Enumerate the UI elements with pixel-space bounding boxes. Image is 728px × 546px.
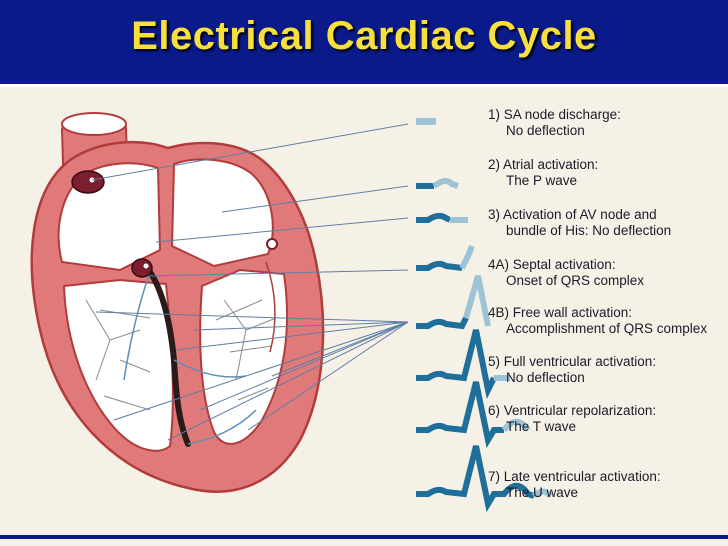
step-5-label: 5) Full ventricular activation: No defle…: [488, 354, 724, 386]
step-2-label: 2) Atrial activation: The P wave: [488, 157, 724, 189]
step-3-label: 3) Activation of AV node and bundle of H…: [488, 207, 724, 239]
step-detail: No deflection: [506, 123, 585, 138]
step-title: 1) SA node discharge:: [488, 107, 621, 122]
sa-node-trace-icon: [416, 118, 436, 125]
slide-title: Electrical Cardiac Cycle: [131, 14, 597, 58]
title-divider: [0, 84, 728, 87]
title-bar: Electrical Cardiac Cycle: [0, 0, 728, 84]
av-node: [131, 258, 153, 278]
left-atrium: [170, 158, 274, 268]
purkinje-fibers: [123, 271, 257, 445]
u-wave-trace-icon: [416, 445, 553, 513]
step-title: 3) Activation of AV node and: [488, 207, 657, 222]
step-4a-label: 4A) Septal activation: Onset of QRS comp…: [488, 257, 724, 289]
step-4b-label: 4B) Free wall activation: Accomplishment…: [488, 305, 724, 337]
step-detail: The T wave: [506, 419, 577, 434]
coronary-sinus: [266, 238, 278, 250]
leader-lines: [91, 123, 409, 441]
step-detail: The U wave: [506, 485, 579, 500]
av-node-trace-icon: [416, 212, 468, 223]
right-ventricle: [62, 278, 174, 452]
step-detail: bundle of His: No deflection: [506, 223, 672, 238]
heart-diagram: [30, 112, 553, 513]
step-title: 6) Ventricular repolarization:: [488, 403, 657, 418]
step-detail: Onset of QRS complex: [506, 273, 645, 288]
step-title: 2) Atrial activation:: [488, 157, 599, 172]
qrs-complete-trace-icon: [416, 275, 491, 330]
step-6-label: 6) Ventricular repolarization: The T wav…: [488, 403, 724, 435]
bottom-divider: [0, 535, 728, 539]
step-detail: Accomplishment of QRS complex: [506, 321, 708, 336]
t-wave-trace-icon: [416, 381, 531, 449]
step-title: 4B) Free wall activation:: [488, 305, 633, 320]
step-detail: The P wave: [506, 173, 578, 188]
step-detail: No deflection: [506, 370, 585, 385]
st-segment-trace-icon: [416, 329, 510, 400]
step-7-label: 7) Late ventricular activation: The U wa…: [488, 469, 724, 501]
step-title: 7) Late ventricular activation:: [488, 469, 661, 484]
valve-leaflets: [85, 261, 277, 411]
sa-node: [71, 170, 105, 194]
step-1-label: 1) SA node discharge: No deflection: [488, 107, 724, 139]
step-title: 5) Full ventricular activation:: [488, 354, 657, 369]
step-title: 4A) Septal activation:: [488, 257, 616, 272]
qrs-onset-trace-icon: [416, 244, 475, 271]
p-wave-trace-icon: [416, 177, 459, 189]
